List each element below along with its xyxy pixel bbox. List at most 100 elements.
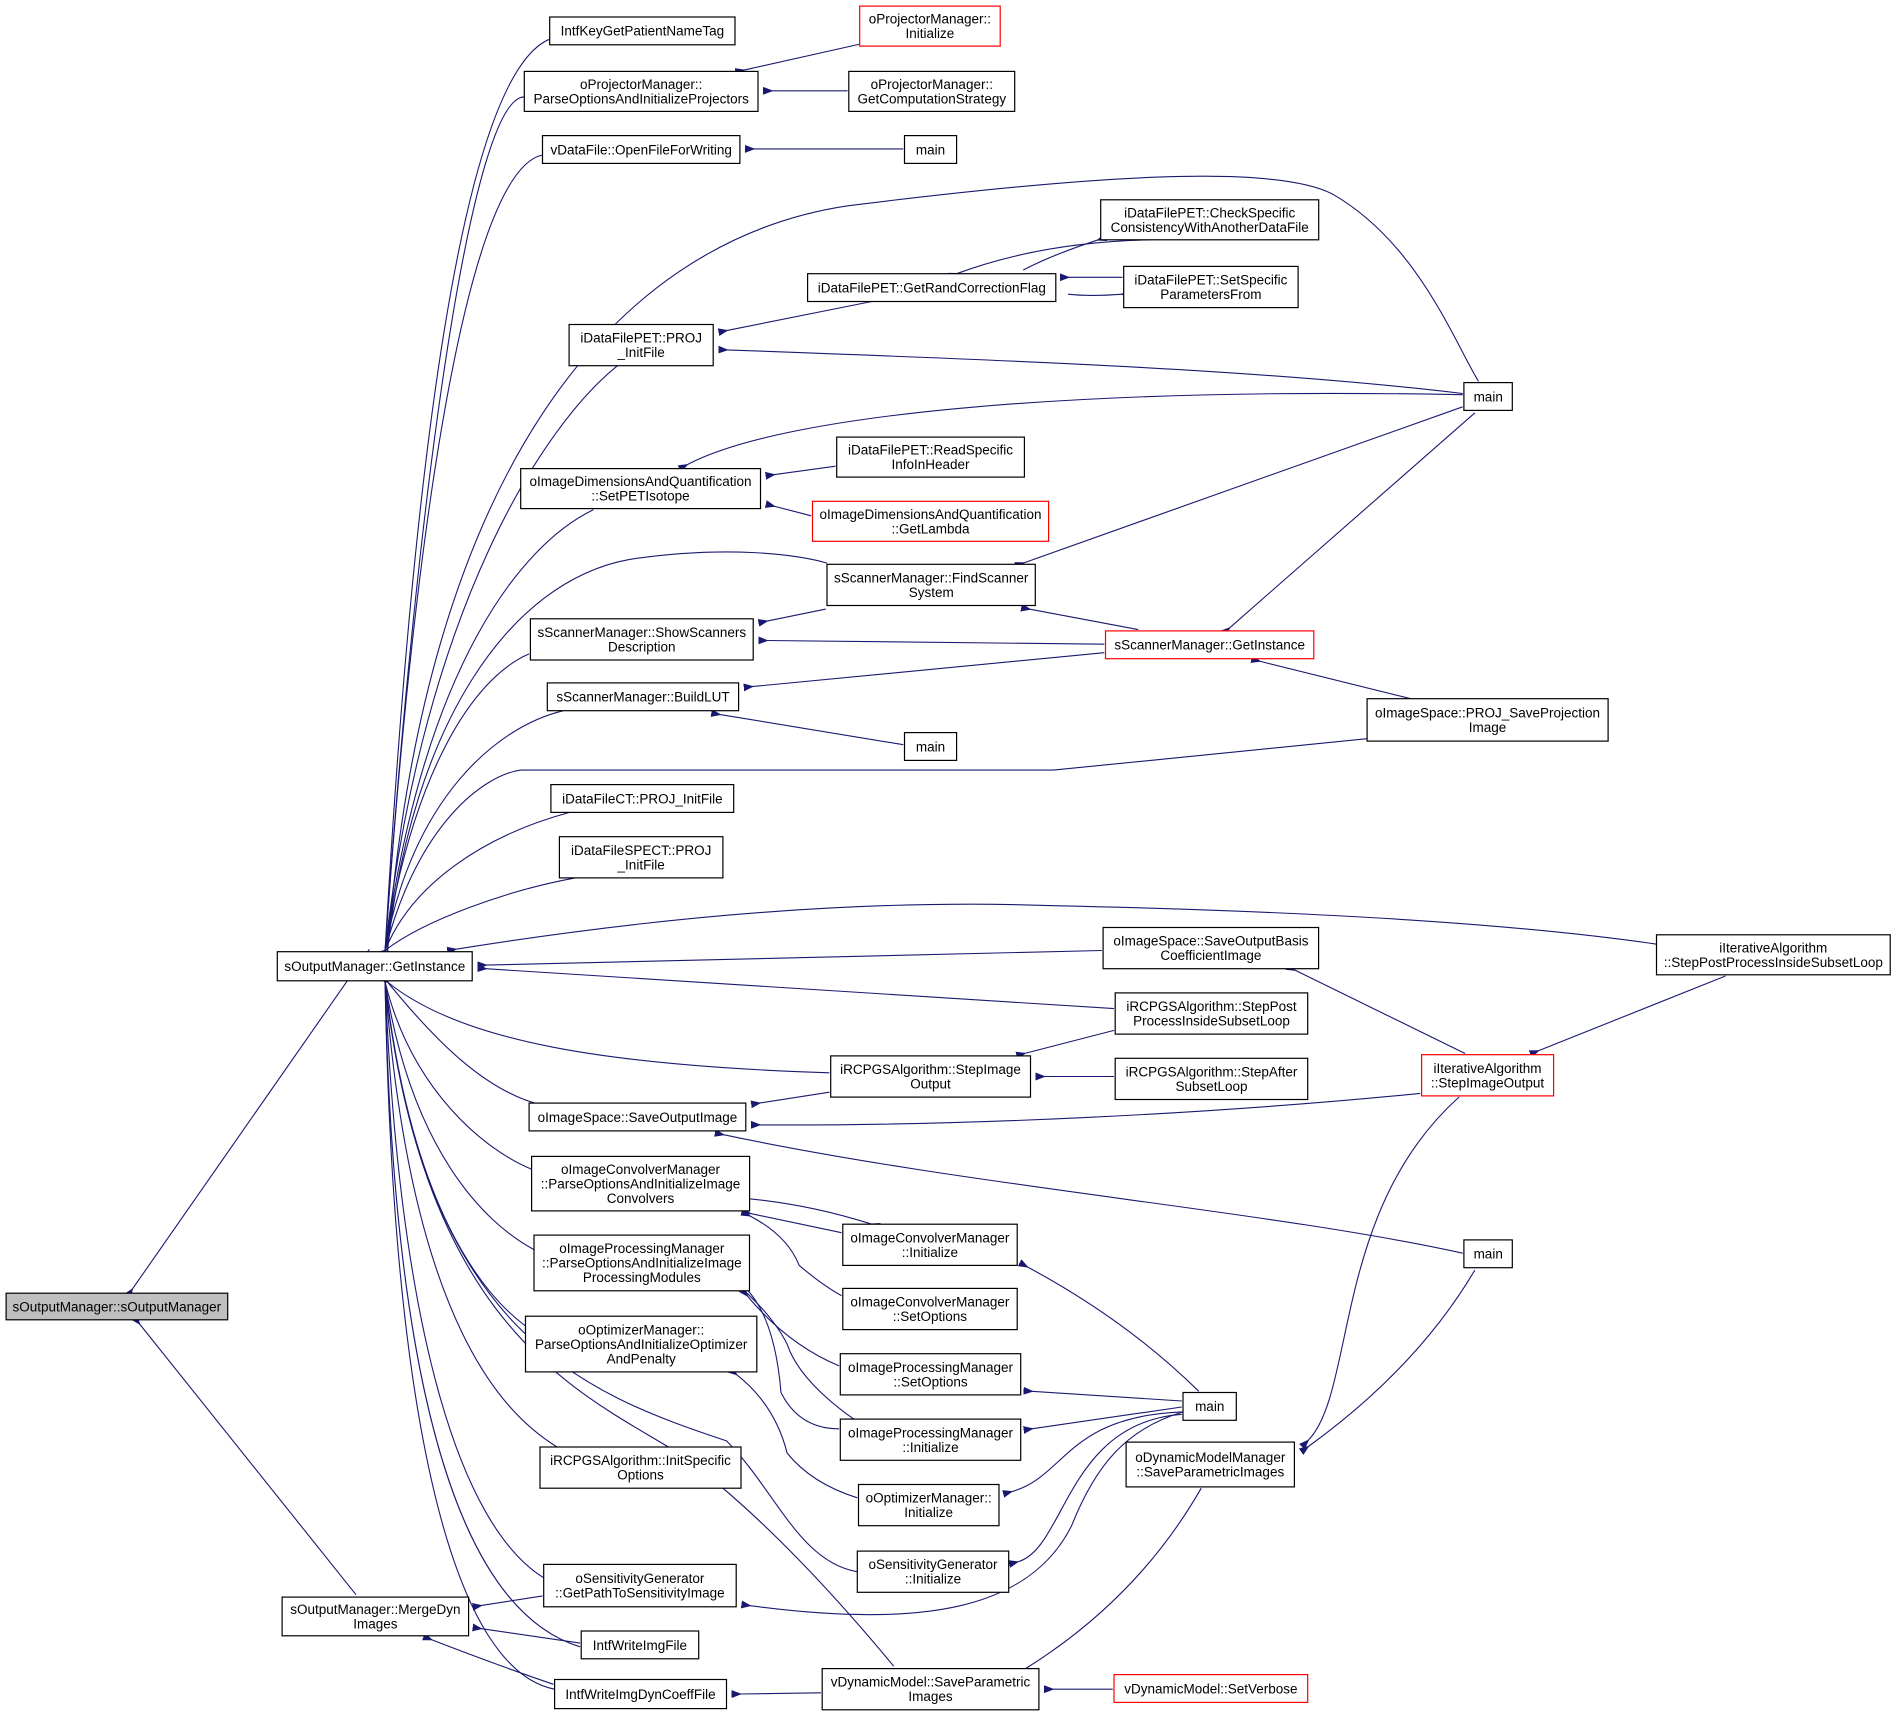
edge-setpet-to-getlambda xyxy=(774,506,812,517)
node-label-line: vDataFile::OpenFileForWriting xyxy=(551,142,732,157)
node-ctproj[interactable]: iDataFileCT::PROJ_InitFile xyxy=(550,783,735,813)
node-box xyxy=(541,135,741,165)
node-box xyxy=(826,563,1036,607)
node-buildlut[interactable]: sScannerManager::BuildLUT xyxy=(546,682,740,712)
node-saveout[interactable]: oImageSpace::SaveOutputImage xyxy=(528,1102,747,1132)
node-label-line: iIterativeAlgorithm xyxy=(1433,1061,1541,1076)
edge-gi-to-sensinit xyxy=(385,982,858,1573)
node-convparse[interactable]: oImageConvolverManager::ParseOptionsAndI… xyxy=(530,1155,751,1212)
node-procset[interactable]: oImageProcessingManager::SetOptions xyxy=(839,1353,1022,1396)
edge-gi-to-findscan xyxy=(388,551,828,951)
edge-gi-to-intfwrite xyxy=(385,982,581,1648)
node-optparse[interactable]: oOptimizerManager::ParseOptionsAndInitia… xyxy=(524,1315,758,1373)
node-root[interactable]: sOutputManager::sOutputManager xyxy=(5,1292,229,1321)
node-checkspec[interactable]: iDataFilePET::CheckSpecificConsistencyWi… xyxy=(1100,199,1320,241)
node-getlambda[interactable]: oImageDimensionsAndQuantification::GetLa… xyxy=(811,500,1050,542)
node-box xyxy=(903,731,958,761)
node-label-line: main xyxy=(916,739,945,754)
node-label-line: sScannerManager::BuildLUT xyxy=(556,690,729,705)
node-label-line: iDataFileCT::PROJ_InitFile xyxy=(562,791,723,806)
node-label-line: oImageProcessingManager xyxy=(848,1425,1014,1440)
node-box xyxy=(857,1483,1000,1527)
edge-convinit-to-convparse xyxy=(749,1198,872,1224)
node-intfwrite[interactable]: IntfWriteImgFile xyxy=(580,1630,700,1660)
node-intfdyn[interactable]: IntfWriteImgDynCoeffFile xyxy=(553,1678,728,1710)
node-procinit[interactable]: oImageProcessingManager::Initialize xyxy=(839,1418,1022,1461)
node-dynsave[interactable]: oDynamicModelManager::SaveParametricImag… xyxy=(1125,1441,1295,1488)
node-label-line: iDataFilePET::ReadSpecific xyxy=(848,443,1013,458)
node-main5[interactable]: main xyxy=(1182,1391,1237,1421)
node-label-line: Initialize xyxy=(904,1505,953,1520)
node-spectproj[interactable]: iDataFileSPECT::PROJ_InitFile xyxy=(558,836,724,879)
node-main4[interactable]: main xyxy=(1463,1239,1513,1269)
edge-gi-to-convparse xyxy=(385,982,534,1171)
node-convinit[interactable]: oImageConvolverManager::Initialize xyxy=(842,1223,1018,1266)
node-label-line: ::StepImageOutput xyxy=(1431,1075,1545,1090)
node-optinit[interactable]: oOptimizerManager::Initialize xyxy=(857,1483,1000,1527)
node-box xyxy=(5,1292,229,1321)
edge-gi-to-vdynsave xyxy=(385,982,895,1667)
edge-findscan-to-scangi xyxy=(1029,609,1139,631)
node-procparse[interactable]: oImageProcessingManager::ParseOptionsAnd… xyxy=(533,1234,751,1292)
node-box xyxy=(1123,265,1299,309)
node-box xyxy=(1463,382,1513,412)
node-label-line: oProjectorManager:: xyxy=(869,12,991,27)
node-label-line: main xyxy=(1474,389,1503,404)
node-label-line: oOptimizerManager:: xyxy=(866,1491,992,1506)
node-petproj[interactable]: iDataFilePET::PROJ_InitFile xyxy=(568,323,714,367)
node-main1[interactable]: main xyxy=(903,135,958,165)
node-box xyxy=(276,951,473,982)
node-itimg[interactable]: iIterativeAlgorithm::StepImageOutput xyxy=(1420,1054,1555,1097)
edge-projparse-to-projinit xyxy=(744,43,863,71)
node-box xyxy=(821,1667,1040,1711)
node-vdynsave[interactable]: vDynamicModel::SaveParametricImages xyxy=(821,1667,1040,1711)
node-label-line: iIterativeAlgorithm xyxy=(1719,940,1827,955)
node-setverb[interactable]: vDynamicModel::SetVerbose xyxy=(1113,1673,1309,1703)
edge-sensinit-to-main5 xyxy=(1017,1413,1182,1562)
edges-layer xyxy=(132,38,1726,1694)
node-label-line: iDataFilePET::GetRandCorrectionFlag xyxy=(818,280,1046,295)
node-projinit[interactable]: oProjectorManager::Initialize xyxy=(859,5,1001,47)
node-rcimg[interactable]: iRCPGSAlgorithm::StepImageOutput xyxy=(830,1055,1032,1098)
node-scangi[interactable]: sScannerManager::GetInstance xyxy=(1104,630,1315,660)
node-sensinit[interactable]: oSensitivityGenerator::Initialize xyxy=(856,1550,1010,1593)
node-vdata[interactable]: vDataFile::OpenFileForWriting xyxy=(541,135,741,165)
edge-saveout-to-rcimg xyxy=(759,1091,830,1103)
node-rcpost[interactable]: iRCPGSAlgorithm::StepPostProcessInsideSu… xyxy=(1114,992,1309,1035)
edge-gi-to-petproj xyxy=(385,365,618,951)
node-projparse[interactable]: oProjectorManager::ParseOptionsAndInitia… xyxy=(523,70,759,113)
node-main3[interactable]: main xyxy=(903,731,958,761)
node-label-line: System xyxy=(909,585,954,600)
node-label-line: sScannerManager::FindScanner xyxy=(834,570,1029,585)
node-main2[interactable]: main xyxy=(1463,382,1513,412)
node-intfname[interactable]: IntfKeyGetPatientNameTag xyxy=(549,16,736,46)
edge-checkspec-to-randcorr xyxy=(1022,240,1098,271)
node-box xyxy=(806,273,1057,303)
node-gi[interactable]: sOutputManager::GetInstance xyxy=(276,951,473,982)
node-label-line: oImageSpace::SaveOutputBasis xyxy=(1113,934,1308,949)
node-projcomp[interactable]: oProjectorManager::GetComputationStrateg… xyxy=(848,70,1016,113)
node-box xyxy=(856,1550,1010,1593)
node-label-line: iDataFilePET::SetSpecific xyxy=(1134,273,1287,288)
node-box xyxy=(903,135,958,165)
edge-mdi-to-intfdyn xyxy=(431,1640,554,1685)
node-label-line: AndPenalty xyxy=(607,1351,676,1366)
node-randcorr[interactable]: iDataFilePET::GetRandCorrectionFlag xyxy=(806,273,1057,303)
node-setpet[interactable]: oImageDimensionsAndQuantification::SetPE… xyxy=(520,468,762,510)
node-itpost[interactable]: iIterativeAlgorithm::StepPostProcessInsi… xyxy=(1655,934,1891,976)
node-label-line: oImageProcessingManager xyxy=(848,1360,1014,1375)
edge-gi-to-rcpost xyxy=(486,969,1115,1010)
node-senspath[interactable]: oSensitivityGenerator::GetPathToSensitiv… xyxy=(543,1563,737,1608)
node-label-line: Options xyxy=(617,1468,664,1483)
node-savebasis[interactable]: oImageSpace::SaveOutputBasisCoefficientI… xyxy=(1102,926,1320,970)
node-convset[interactable]: oImageConvolverManager::SetOptions xyxy=(842,1287,1018,1331)
